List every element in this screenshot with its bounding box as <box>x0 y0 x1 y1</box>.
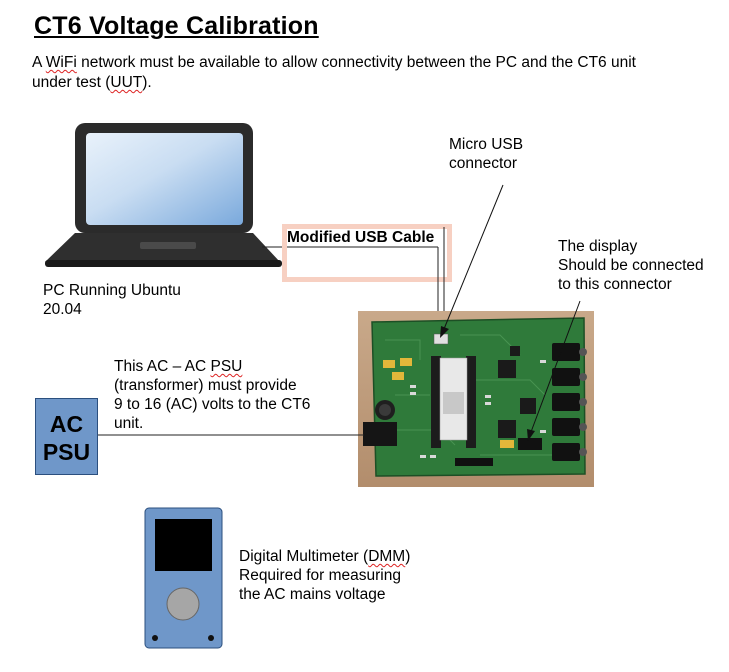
psu-desc-text: This AC – AC <box>114 358 211 375</box>
intro-uut-word: UUT <box>110 74 143 91</box>
page-title: CT6 Voltage Calibration <box>34 12 319 40</box>
display-label-line-3: to this connector <box>558 276 672 293</box>
dmm-label-line-2: Required for measuring <box>239 567 401 584</box>
dmm-label-line-3: the AC mains voltage <box>239 586 386 603</box>
micro-usb-label-line-2: connector <box>449 155 518 172</box>
intro-line-2: under test (UUT). <box>32 73 712 93</box>
psu-desc-line-2: (transformer) must provide <box>114 377 297 394</box>
pc-label-line-2: 20.04 <box>43 301 82 318</box>
intro-line-1: A WiFi network must be available to allo… <box>32 53 712 73</box>
pcb-board-image <box>358 311 594 487</box>
psu-desc-psu-word: PSU <box>210 358 243 375</box>
intro-text: A <box>32 54 46 71</box>
ac-psu-box <box>35 398 98 475</box>
usb-cable-label-box <box>282 224 452 282</box>
dmm-label-text: Digital Multimeter ( <box>239 548 369 565</box>
ac-psu-label: AC PSU <box>35 410 98 466</box>
intro-text: under test ( <box>32 74 111 91</box>
ac-psu-label-line-1: AC <box>49 411 84 437</box>
micro-usb-label-line-1: Micro USB <box>449 136 524 153</box>
micro-usb-pointer <box>443 184 504 330</box>
psu-desc-line-3: 9 to 16 (AC) volts to the CT6 <box>114 396 311 413</box>
intro-wifi-word: WiFi <box>45 54 77 71</box>
pc-label-line-1: PC Running Ubuntu <box>43 282 181 299</box>
dmm-label-dmm-word: DMM <box>368 548 406 565</box>
dmm-label-line-1: Digital Multimeter (DMM) <box>239 547 410 566</box>
psu-desc-line-1: This AC – AC PSU <box>114 357 242 376</box>
laptop-icon <box>45 123 282 267</box>
display-pointer <box>530 300 581 433</box>
psu-desc-line-4: unit. <box>114 415 144 432</box>
display-label-line-2: Should be connected <box>558 257 704 274</box>
intro-text: ). <box>142 74 152 91</box>
dmm-label-text: ) <box>405 548 411 565</box>
ac-psu-label-line-2: PSU <box>42 439 91 465</box>
intro-text: network must be available to allow conne… <box>76 54 636 71</box>
display-label-line-1: The display <box>558 238 638 255</box>
usb-cable-label: Modified USB Cable <box>287 229 435 246</box>
multimeter-icon <box>144 507 223 649</box>
